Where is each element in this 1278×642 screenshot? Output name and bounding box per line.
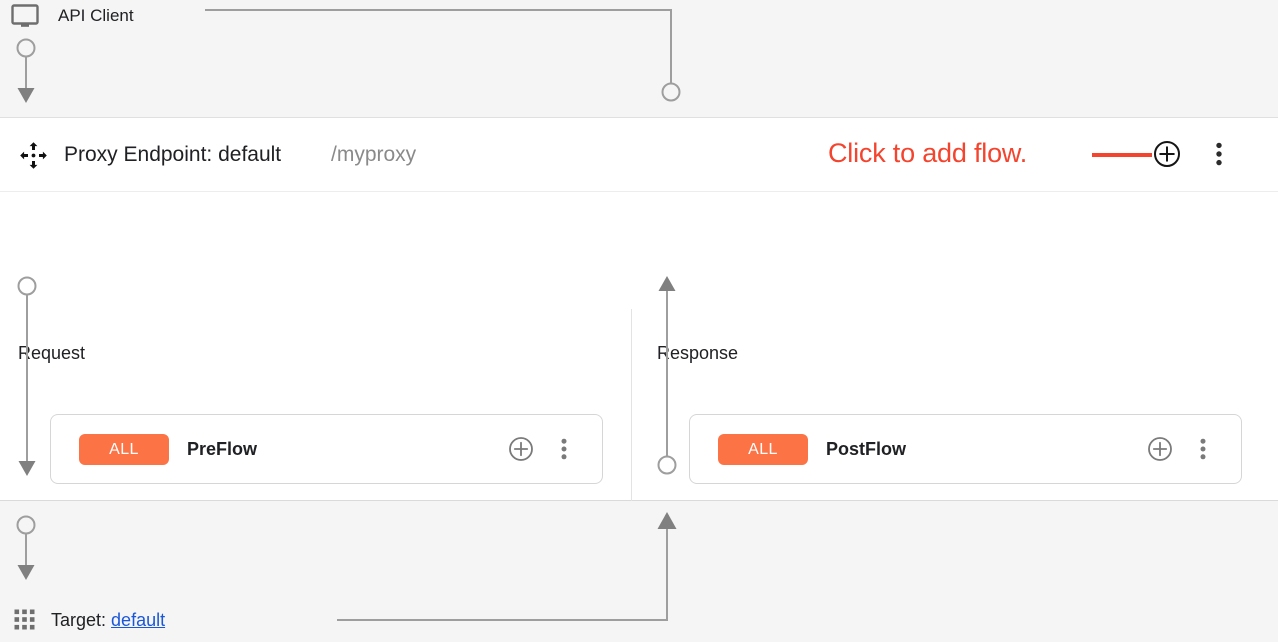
kebab-menu-icon[interactable]	[554, 436, 574, 462]
target-row	[0, 501, 1278, 642]
proxy-endpoint-menu-button[interactable]	[1208, 140, 1230, 168]
flow-name: PostFlow	[826, 439, 906, 459]
proxy-endpoint-panel: Request ALL PreFlow	[0, 117, 1278, 618]
response-column-title: Response	[657, 343, 739, 363]
request-column-title: Request	[18, 343, 86, 363]
target-default-link[interactable]: default	[111, 610, 166, 630]
target-label-text: Target:	[51, 610, 107, 630]
proxy-endpoint-path: /myproxy	[331, 143, 417, 166]
api-client-label: API Client	[58, 6, 134, 25]
kebab-menu-icon[interactable]	[1193, 436, 1213, 462]
flow-card-request-preflow[interactable]: ALL PreFlow	[50, 414, 603, 484]
proxy-endpoint-title: Proxy Endpoint: default	[64, 143, 282, 166]
monitor-icon	[11, 4, 39, 28]
flow-card-response-postflow[interactable]: ALL PostFlow	[689, 414, 1242, 484]
grid-dots-icon	[14, 609, 35, 630]
flow-badge: ALL	[718, 434, 808, 465]
api-client-row: API Client	[0, 0, 1278, 117]
proxy-endpoint-header	[0, 118, 1278, 192]
target-label: Target: default	[51, 607, 165, 633]
circle-plus-icon[interactable]	[1147, 436, 1173, 462]
flow-name: PreFlow	[187, 439, 258, 459]
flow-badge: ALL	[79, 434, 169, 465]
circle-plus-icon[interactable]	[508, 436, 534, 462]
add-flow-annotation: Click to add flow.	[828, 138, 1027, 168]
move-handle-icon[interactable]	[19, 141, 48, 170]
add-flow-button[interactable]	[1153, 140, 1181, 168]
